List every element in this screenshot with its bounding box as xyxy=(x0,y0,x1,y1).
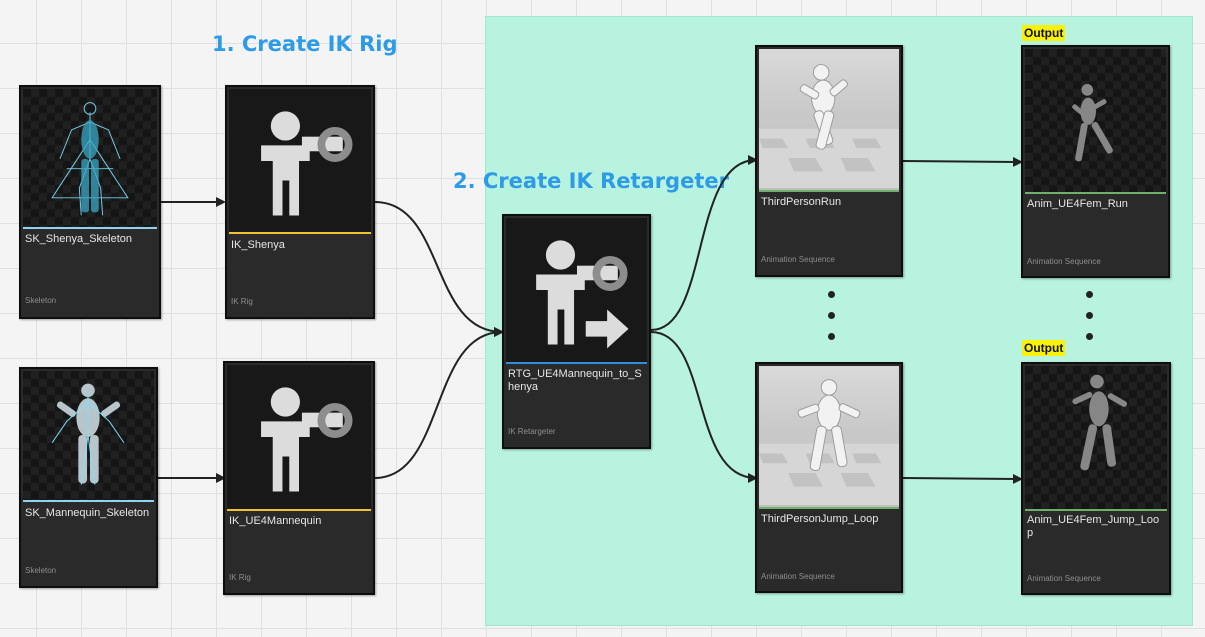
running-mannequin-icon xyxy=(759,64,899,189)
asset-card-ik-ue4mannequin[interactable]: IK_UE4Mannequin IK Rig xyxy=(223,361,375,595)
asset-type: Skeleton xyxy=(25,296,57,305)
jumping-mannequin-icon xyxy=(759,379,899,506)
step-2-title: 2. Create IK Retargeter xyxy=(453,169,729,193)
asset-name: Anim_UE4Fem_Run xyxy=(1027,198,1128,210)
ellipsis-dot xyxy=(828,312,835,319)
asset-type: Animation Sequence xyxy=(761,572,835,581)
skeleton-accent-bar xyxy=(23,227,157,229)
animation-thumbnail xyxy=(1025,366,1167,509)
asset-card-sk-mannequin-skeleton[interactable]: SK_Mannequin_Skeleton Skeleton xyxy=(19,367,158,588)
retargeted-run-figure-icon xyxy=(1072,84,1113,162)
asset-type: IK Rig xyxy=(229,573,251,582)
retargeted-jump-figure-icon xyxy=(1072,374,1128,471)
asset-name: Anim_UE4Fem_Jump_Loop xyxy=(1027,514,1160,539)
animation-accent-bar xyxy=(759,190,899,192)
animation-accent-bar xyxy=(759,507,899,509)
asset-card-third-person-jump-loop[interactable]: ThirdPersonJump_Loop Animation Sequence xyxy=(755,362,903,593)
asset-type: Animation Sequence xyxy=(1027,257,1101,266)
ik-rig-thumbnail xyxy=(227,365,371,509)
asset-name: IK_UE4Mannequin xyxy=(229,515,322,527)
ik-rig-icon xyxy=(261,111,353,216)
asset-type: IK Retargeter xyxy=(508,427,556,436)
animation-thumbnail xyxy=(759,49,899,190)
ik-rig-accent-bar xyxy=(229,232,371,234)
asset-card-sk-shenya-skeleton[interactable]: SK_Shenya_Skeleton Skeleton xyxy=(19,85,161,319)
ellipsis-dot xyxy=(1086,312,1093,319)
asset-card-anim-ue4fem-run[interactable]: Anim_UE4Fem_Run Animation Sequence xyxy=(1021,45,1170,278)
ik-rig-thumbnail xyxy=(229,89,371,232)
ik-rig-icon xyxy=(261,387,353,492)
ellipsis-dot xyxy=(1086,333,1093,340)
asset-name: ThirdPersonRun xyxy=(761,196,842,208)
skeleton-figure-icon xyxy=(51,102,129,216)
asset-type: Skeleton xyxy=(25,566,57,575)
asset-name: SK_Shenya_Skeleton xyxy=(25,233,133,245)
asset-type: Animation Sequence xyxy=(761,255,835,264)
animation-accent-bar xyxy=(1025,509,1167,511)
skeleton-thumbnail xyxy=(23,371,154,500)
ellipsis-dot xyxy=(828,291,835,298)
asset-name: RTG_UE4Mannequin_to_Shenya xyxy=(508,368,642,393)
animation-thumbnail xyxy=(759,366,899,507)
skeleton-thumbnail xyxy=(23,89,157,227)
arrow-ik-shenya-to-retargeter xyxy=(374,201,504,337)
ellipsis-dot xyxy=(1086,291,1093,298)
asset-card-anim-ue4fem-jump-loop[interactable]: Anim_UE4Fem_Jump_Loop Animation Sequence xyxy=(1021,362,1171,595)
step-1-title: 1. Create IK Rig xyxy=(212,32,398,56)
output-label-jump: Output xyxy=(1022,340,1066,356)
arrow-ik-mannequin-to-retargeter xyxy=(374,327,504,479)
retargeter-accent-bar xyxy=(506,362,647,364)
ik-rig-accent-bar xyxy=(227,509,371,511)
skeleton-figure-icon xyxy=(51,383,125,485)
animation-thumbnail xyxy=(1025,49,1166,192)
asset-name: IK_Shenya xyxy=(231,239,285,251)
asset-type: IK Rig xyxy=(231,297,253,306)
asset-card-rtg-retargeter[interactable]: RTG_UE4Mannequin_to_Shenya IK Retargeter xyxy=(502,214,651,449)
ik-retargeter-icon xyxy=(536,240,629,349)
asset-name: SK_Mannequin_Skeleton xyxy=(25,507,150,519)
animation-accent-bar xyxy=(1025,192,1166,194)
asset-card-third-person-run[interactable]: ThirdPersonRun Animation Sequence xyxy=(755,45,903,277)
asset-name: ThirdPersonJump_Loop xyxy=(761,513,879,525)
output-label-run: Output xyxy=(1022,25,1066,41)
asset-type: Animation Sequence xyxy=(1027,574,1101,583)
skeleton-accent-bar xyxy=(23,500,154,502)
asset-card-ik-shenya[interactable]: IK_Shenya IK Rig xyxy=(225,85,375,319)
ellipsis-dot xyxy=(828,333,835,340)
ik-retargeter-thumbnail xyxy=(506,218,647,362)
